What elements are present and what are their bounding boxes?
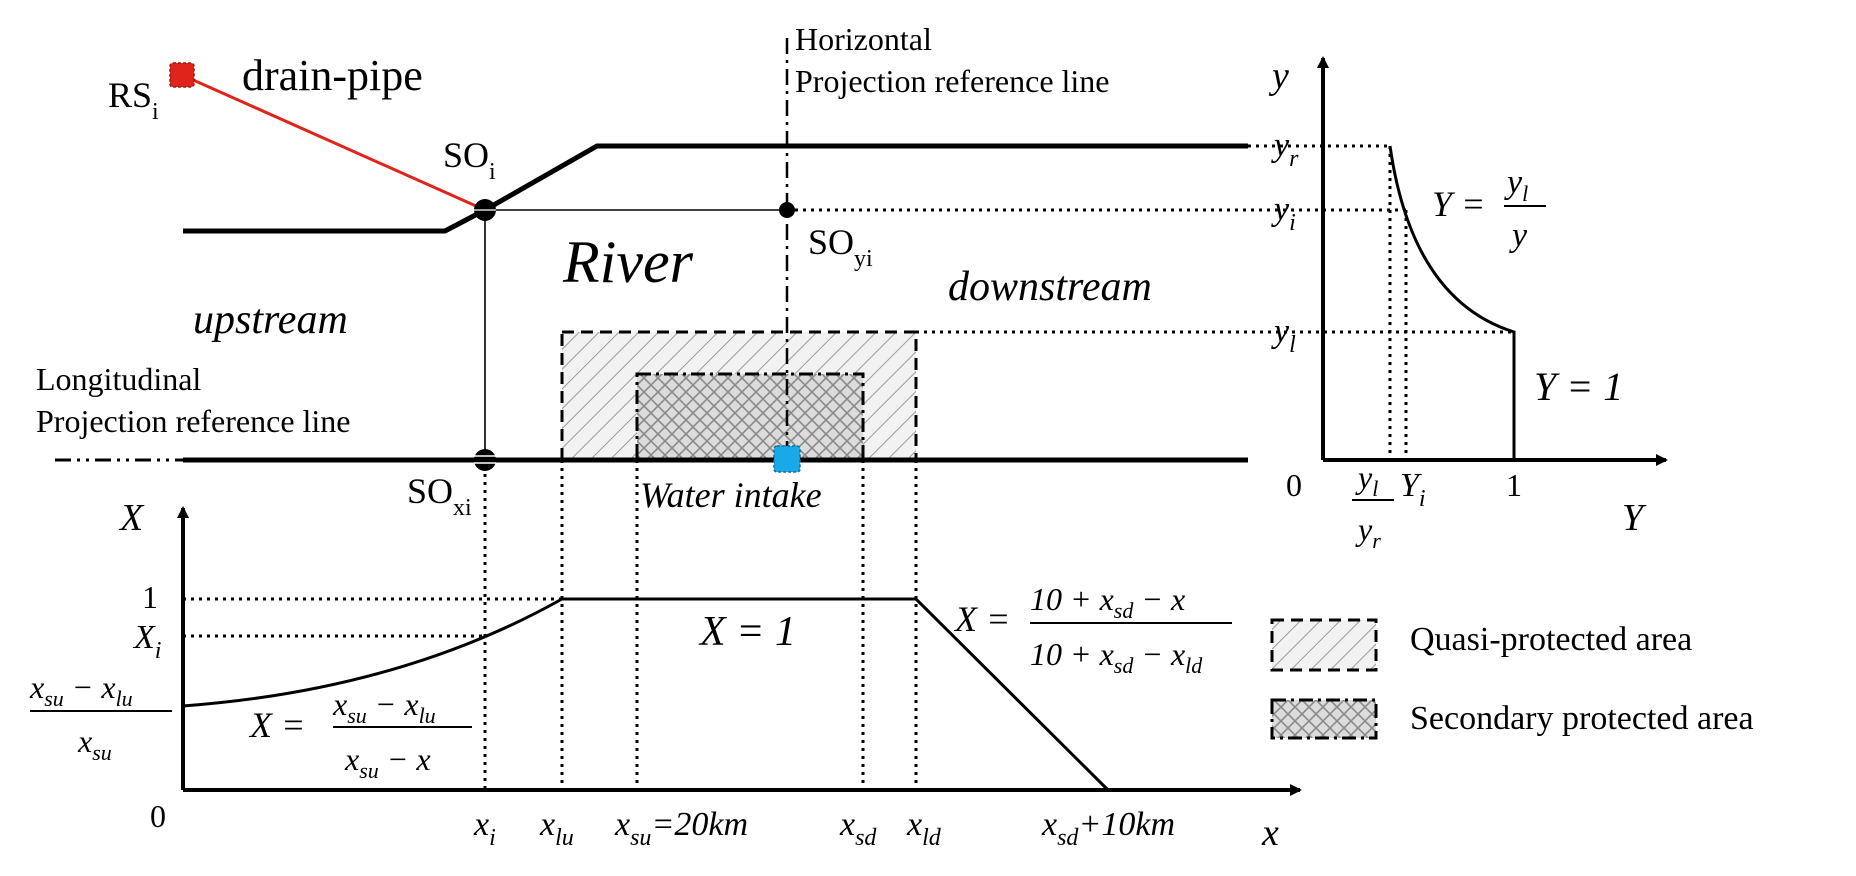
eq-up-lhs: X = bbox=[248, 705, 305, 745]
y-tick-Yi: Yi bbox=[1400, 467, 1426, 512]
upstream-label: upstream bbox=[193, 297, 348, 343]
x-chart-tick-one: 1 bbox=[142, 579, 158, 615]
horizontal-ref-label-line2: Projection reference line bbox=[795, 63, 1110, 99]
horizontal-ref-label-line1: Horizontal bbox=[795, 21, 932, 57]
eq-down-num: 10 + xsd − x bbox=[1030, 581, 1185, 623]
eq-y-curve-den: y bbox=[1509, 217, 1528, 254]
x-tick-xsd-plus-10: xsd+10km bbox=[1041, 806, 1175, 851]
so-label: SOi bbox=[443, 135, 496, 185]
x-chart-origin: 0 bbox=[150, 798, 166, 834]
drain-pipe-label: drain-pipe bbox=[242, 51, 423, 100]
y-tick-yl: yl bbox=[1271, 313, 1296, 358]
y-tick-yi: yi bbox=[1271, 191, 1296, 236]
x-chart: X x 0 1 Xi xsu − xlu xsu X = xsu − xlu x… bbox=[29, 460, 1302, 854]
downstream-label: downstream bbox=[948, 264, 1152, 310]
eq-y-curve-num: yl bbox=[1504, 164, 1528, 206]
y-chart: y Y 0 1 yr yi yl yl yr Yi Y = yl y Y = 1 bbox=[787, 55, 1668, 553]
so-y-label: SOyi bbox=[808, 222, 873, 272]
eq-mid: X = 1 bbox=[698, 609, 796, 655]
eq-up-num: xsu − xlu bbox=[332, 686, 436, 728]
so-x-point bbox=[474, 449, 496, 471]
x-left-fraction-den: xsu bbox=[77, 723, 112, 765]
rs-marker bbox=[169, 62, 195, 88]
eq-y-flat: Y = 1 bbox=[1534, 364, 1623, 409]
x-left-fraction-num: xsu − xlu bbox=[29, 669, 133, 711]
legend: Quasi-protected area Secondary protected… bbox=[1270, 618, 1754, 740]
legend-swatch-secondary bbox=[1270, 698, 1378, 740]
legend-swatch-quasi bbox=[1270, 618, 1378, 672]
x-curve bbox=[182, 597, 1110, 792]
longitudinal-ref-label-line2: Projection reference line bbox=[36, 403, 351, 439]
longitudinal-ref-label-line1: Longitudinal bbox=[36, 361, 201, 397]
river-label: River bbox=[562, 229, 694, 295]
x-chart-y-axis-label: X bbox=[118, 497, 145, 539]
x-tick-xlu: xlu bbox=[539, 806, 574, 851]
x-chart-x-axis-label: x bbox=[1261, 812, 1279, 854]
x-tick-xsd: xsd bbox=[839, 806, 877, 851]
so-x-label: SOxi bbox=[407, 471, 472, 521]
x-tick-xi: xi bbox=[473, 806, 496, 851]
y-chart-tick-one: 1 bbox=[1506, 467, 1522, 503]
y-chart-x-axis-label: Y bbox=[1622, 497, 1647, 539]
y-tick-yr: yr bbox=[1271, 127, 1299, 172]
y-tick-frac-num: yl bbox=[1355, 459, 1378, 501]
secondary-protected-area bbox=[635, 372, 865, 462]
y-chart-y-axis-label: y bbox=[1268, 55, 1289, 97]
y-chart-origin: 0 bbox=[1286, 467, 1302, 503]
y-curve bbox=[1388, 145, 1516, 460]
eq-up-den: xsu − x bbox=[344, 741, 431, 783]
eq-y-curve-lhs: Y = bbox=[1432, 184, 1485, 224]
legend-label-secondary: Secondary protected area bbox=[1410, 700, 1754, 737]
rs-label: RSi bbox=[108, 75, 159, 125]
water-intake-marker bbox=[773, 445, 801, 473]
x-tick-xsu: xsu=20km bbox=[614, 806, 748, 851]
upper-river-bank bbox=[183, 143, 1248, 234]
eq-down-den: 10 + xsd − xld bbox=[1030, 636, 1203, 678]
water-intake-label: Water intake bbox=[640, 475, 822, 515]
drain-pipe-line bbox=[181, 73, 486, 212]
y-tick-frac-den: yr bbox=[1355, 511, 1381, 553]
legend-label-quasi: Quasi-protected area bbox=[1410, 621, 1692, 658]
x-chart-tick-xi: Xi bbox=[132, 619, 161, 664]
eq-down-lhs: X = bbox=[953, 599, 1010, 639]
x-tick-xld: xld bbox=[906, 806, 942, 851]
